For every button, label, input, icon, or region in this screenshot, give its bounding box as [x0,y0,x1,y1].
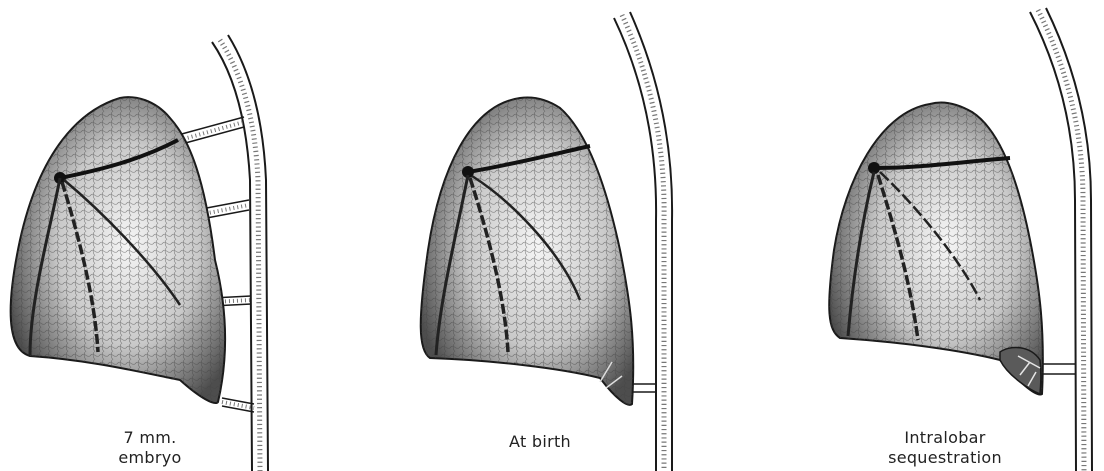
caption-sequestration-line2: sequestration [870,448,1020,468]
aorta-sequestration [1030,8,1092,471]
lung-embryo [11,97,225,403]
aorta-embryo [212,35,268,471]
branch-sequestration [1042,364,1076,374]
lung-birth [421,97,634,404]
caption-embryo: 7 mm. embryo [95,428,205,468]
caption-sequestration-line1: Intralobar [870,428,1020,448]
caption-embryo-line2: embryo [95,448,205,468]
panel-birth [421,12,672,471]
branch-birth [632,384,657,392]
panel-embryo [11,35,268,471]
caption-embryo-line1: 7 mm. [95,428,205,448]
caption-sequestration: Intralobar sequestration [870,428,1020,468]
caption-birth-line1: At birth [480,432,600,452]
lung-sequestration [829,102,1043,394]
caption-birth: At birth [480,432,600,452]
panel-sequestration [829,8,1092,471]
